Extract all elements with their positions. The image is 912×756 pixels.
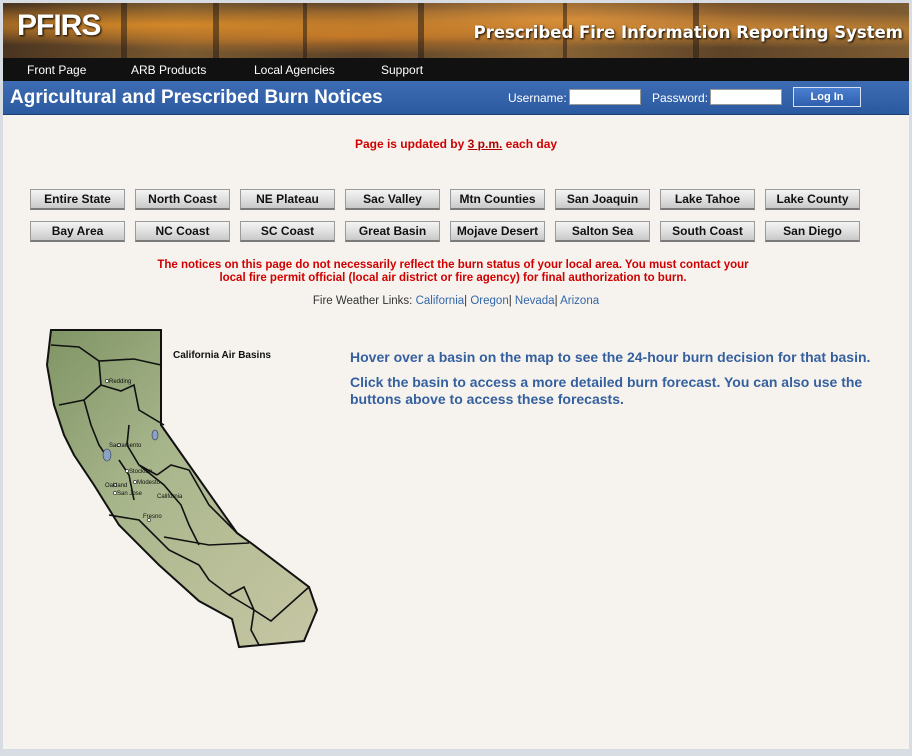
update-prefix: Page is updated by [354, 137, 468, 151]
city-label-california: California [157, 494, 183, 500]
pfirs-logo[interactable]: PFIRS [17, 9, 101, 42]
region-button-mtn-counties[interactable]: Mtn Counties [450, 189, 545, 210]
update-time-link[interactable]: 3 p.m. [467, 137, 503, 151]
weather-link-california[interactable]: California [415, 295, 465, 307]
city-label-modesto: Modesto [137, 480, 161, 486]
link-separator: | [508, 295, 512, 307]
city-label-san-jose: San Jose [117, 491, 143, 497]
header-banner: PFIRS Prescribed Fire Information Report… [3, 3, 909, 58]
fire-weather-links: Fire Weather Links: California| Oregon| … [3, 295, 909, 307]
nav-local-agencies[interactable]: Local Agencies [254, 63, 335, 77]
region-button-great-basin[interactable]: Great Basin [345, 221, 440, 242]
password-input[interactable] [710, 89, 782, 105]
nav-arb-products[interactable]: ARB Products [131, 63, 207, 77]
title-bar: Agricultural and Prescribed Burn Notices… [3, 81, 909, 115]
city-label-sacramento: Sacramento [109, 443, 142, 449]
city-label-oakland: Oakland [105, 483, 127, 489]
username-label: Username: [508, 91, 567, 105]
region-button-san-joaquin[interactable]: San Joaquin [555, 189, 650, 210]
region-button-south-coast[interactable]: South Coast [660, 221, 755, 242]
region-button-north-coast[interactable]: North Coast [135, 189, 230, 210]
click-instruction: Click the basin to access a more detaile… [350, 374, 863, 407]
disclaimer-text: The notices on this page do not necessar… [157, 259, 749, 284]
region-button-ne-plateau[interactable]: NE Plateau [240, 189, 335, 210]
update-suffix: each day [502, 137, 558, 151]
login-button[interactable]: Log In [793, 87, 861, 107]
link-separator: | [464, 295, 468, 307]
link-separator: | [554, 295, 558, 307]
map-title: California Air Basins [173, 350, 271, 361]
system-title: Prescribed Fire Information Reporting Sy… [473, 23, 903, 42]
top-nav: Front Page ARB Products Local Agencies S… [3, 58, 909, 81]
fire-weather-label: Fire Weather Links: [312, 295, 413, 307]
nav-support[interactable]: Support [381, 63, 424, 77]
username-input[interactable] [569, 89, 641, 105]
weather-link-arizona[interactable]: Arizona [560, 295, 600, 307]
weather-link-oregon[interactable]: Oregon [470, 295, 509, 307]
forgot-password-link[interactable]: Password? [848, 107, 903, 114]
basin-boundaries [50, 344, 310, 646]
region-button-sac-valley[interactable]: Sac Valley [345, 189, 440, 210]
region-button-nc-coast[interactable]: NC Coast [135, 221, 230, 242]
hover-instruction: Hover over a basin on the map to see the… [350, 349, 871, 365]
password-label: Password: [652, 91, 709, 105]
region-button-salton-sea[interactable]: Salton Sea [555, 221, 650, 242]
california-outline[interactable] [45, 329, 319, 649]
region-button-bay-area[interactable]: Bay Area [30, 221, 125, 242]
region-button-san-diego[interactable]: San Diego [765, 221, 860, 242]
region-button-mojave-desert[interactable]: Mojave Desert [450, 221, 545, 242]
page-title: Agricultural and Prescribed Burn Notices [10, 87, 383, 108]
update-notice: Page is updated by 3 p.m. each day [3, 137, 909, 151]
city-label-redding: Redding [109, 379, 131, 385]
city-label-stockton: Stockton [129, 469, 152, 475]
region-button-lake-tahoe[interactable]: Lake Tahoe [660, 189, 755, 210]
page-frame: PFIRS Prescribed Fire Information Report… [3, 3, 909, 749]
nav-front-page[interactable]: Front Page [27, 63, 87, 77]
weather-link-nevada[interactable]: Nevada [514, 295, 555, 307]
city-label-fresno: Fresno [143, 514, 162, 520]
region-button-sc-coast[interactable]: SC Coast [240, 221, 335, 242]
region-button-entire-state[interactable]: Entire State [30, 189, 125, 210]
region-button-lake-county[interactable]: Lake County [765, 189, 860, 210]
california-air-basins-map[interactable]: Redding Sacramento Stockton Oakland Mode… [39, 325, 324, 655]
